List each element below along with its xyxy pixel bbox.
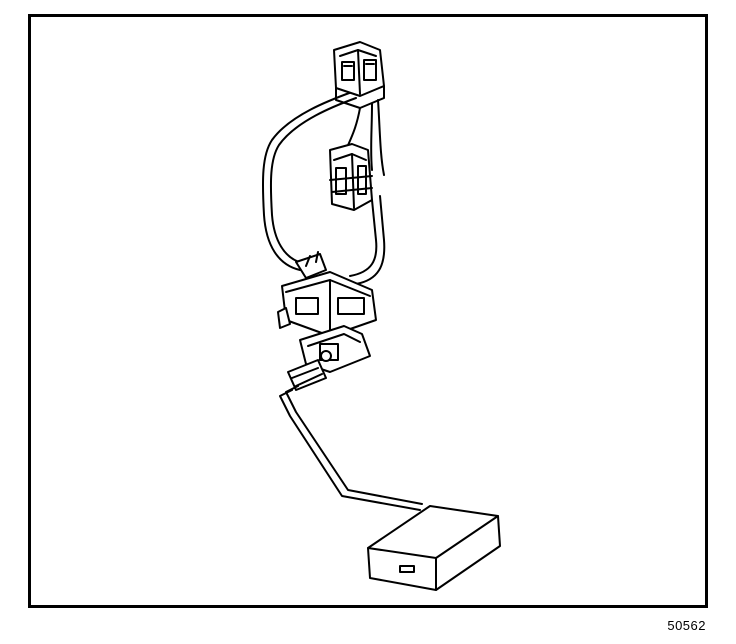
- float-block: [367, 505, 501, 591]
- float-arm-rod: [279, 385, 423, 511]
- sender-module-body: [277, 251, 377, 337]
- top-electrical-connector: [333, 41, 385, 109]
- lower-wire-bundle: [349, 195, 386, 285]
- figure-id-label: 50562: [667, 618, 706, 633]
- harness-wire-loop: [261, 91, 357, 271]
- float-arm-pivot: [287, 325, 371, 391]
- middle-electrical-connector: [329, 143, 373, 211]
